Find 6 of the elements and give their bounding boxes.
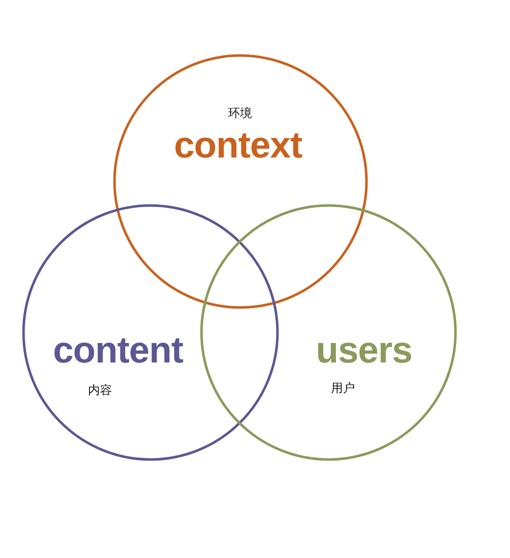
circle-subtitle: 用户 [331, 382, 355, 394]
circle-title: context [174, 126, 302, 164]
circle-subtitle: 环境 [228, 107, 252, 119]
circle-subtitle: 内容 [88, 384, 112, 396]
circle-title: content [52, 332, 184, 368]
circle-title: users [316, 332, 412, 368]
